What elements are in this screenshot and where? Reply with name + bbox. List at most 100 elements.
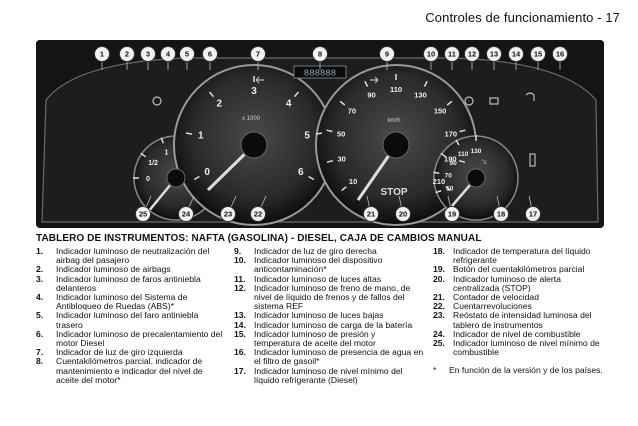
legend-item-number: 13. (234, 310, 246, 321)
legend-item: 11.Indicador luminoso de luces altas (234, 273, 424, 284)
callout-number: 12 (468, 50, 476, 59)
tach-scale-label: 3 (251, 86, 257, 97)
temp-scale-label: 110 (458, 151, 469, 158)
speed-unit: km/h (387, 118, 400, 124)
legend-item-number: 6. (36, 328, 44, 339)
tach-scale-label: 1 (198, 131, 204, 142)
legend-item: 12.Indicador luminoso de freno de mano, … (234, 282, 424, 312)
dial-tick (193, 175, 200, 181)
legend-item-number: 25. (433, 338, 445, 349)
callout-marker (250, 46, 266, 62)
callout-marker (119, 46, 135, 62)
speed-scale-label: 190 (444, 155, 457, 164)
callout-number: 21 (367, 210, 375, 219)
legend-item-number: 17. (234, 365, 246, 376)
dial-tick (459, 129, 466, 133)
legend-item-number: 9. (234, 246, 242, 256)
callout-number: 9 (385, 50, 389, 59)
callout-number: 24 (182, 210, 191, 219)
dial-tick (423, 80, 428, 87)
callout-marker (464, 46, 480, 62)
legend-item-text: Indicador luminoso del Sistema de Antibl… (56, 292, 188, 312)
legend-item: 7.Indicador de luz de giro izquierda (36, 348, 224, 357)
legend-item-number: 20. (433, 273, 445, 284)
legend-item: 6.Indicador luminoso de precalentamiento… (36, 328, 224, 348)
legend-column-1: 1.Indicador luminoso de neutralización d… (36, 246, 224, 385)
legend-item-number: 21. (433, 292, 445, 303)
legend-item: 19.Botón del cuentakilómetros parcial (433, 265, 609, 274)
legend-item-number: 8. (36, 356, 44, 367)
legend-item-text: Indicador de nivel de combustible (453, 328, 581, 339)
tach-hub (240, 131, 268, 159)
callout-number: 15 (534, 50, 542, 59)
coolant-level-icon (529, 153, 536, 167)
footnote-mark: * (433, 365, 437, 376)
legend-item-text: Cuentakilómetros parcial, indicador de m… (56, 356, 203, 385)
dial-tick (455, 139, 460, 146)
fuel-scale-label: 0 (146, 176, 150, 183)
legend-item-text: Indicador luminoso de presencia de agua … (254, 347, 424, 367)
callout-number: 23 (224, 210, 232, 219)
speed-scale-label: 90 (367, 91, 375, 100)
odometer-digits: 888888 (304, 69, 336, 79)
legend-item: 2. Indicador luminoso de airbags (36, 265, 224, 274)
callout-marker (312, 46, 328, 62)
dial-tick (339, 100, 346, 106)
legend-item-number: 14. (234, 319, 246, 330)
legend-item: 9. Indicador de luz de giro derecha (234, 246, 424, 256)
dial-tick (440, 152, 447, 158)
legend-item-number: 12. (234, 282, 246, 293)
speed-scale-label: 210 (433, 177, 446, 186)
callout-number: 7 (256, 50, 260, 59)
footnote: * En función de la versión y de los paíse… (433, 366, 609, 375)
speed-scale-label: 150 (434, 107, 447, 116)
callout-marker (552, 46, 568, 62)
page-header: Controles de funcionamiento - 17 (425, 10, 620, 25)
legend-item-text: Indicador luminoso de faros antiniebla d… (56, 273, 201, 293)
callout-marker (493, 206, 509, 222)
callout-marker (486, 46, 502, 62)
legend-item: 21.Contador de velocidad (433, 292, 609, 303)
legend-item-number: 2. (36, 264, 44, 275)
callout-marker (135, 206, 151, 222)
legend-item-text: Indicador luminoso de airbags (56, 264, 171, 275)
temp-scale-label: 50 (446, 186, 454, 193)
fuel-hub (166, 168, 186, 188)
callout-marker (140, 46, 156, 62)
callout-number: 1 (100, 50, 104, 59)
legend-item-number: 15. (234, 328, 246, 339)
legend-item-text: Indicador luminoso de neutralización del… (56, 246, 210, 266)
legend-item-text: Indicador de luz de giro derecha (254, 246, 377, 256)
dial-tick (435, 189, 442, 194)
speed-scale-label: 170 (445, 129, 458, 138)
footnote-text: En función de la versión y de los países… (449, 365, 603, 376)
fuel-scale-label: 1 (164, 150, 168, 157)
legend-item-number: 16. (234, 347, 246, 358)
legend-item: 14. Indicador luminoso de carga de la bat… (234, 319, 424, 330)
dial-tick (446, 100, 453, 106)
dial-tick (293, 91, 299, 98)
tach-scale-label: 4 (286, 99, 292, 110)
callout-number: 11 (448, 50, 456, 59)
speed-scale-label: 130 (414, 91, 427, 100)
brake-icon (464, 96, 474, 106)
legend-item: 20. Indicador luminoso de alerta centrali… (433, 273, 609, 293)
callout-number: 4 (166, 50, 171, 59)
callout-marker (94, 46, 110, 62)
legend-item-text: Indicador luminoso de alerta centralizad… (453, 273, 561, 293)
speed-scale-label: 50 (337, 129, 345, 138)
legend-item-number: 19. (433, 264, 445, 275)
legend-item: 10.Indicador luminoso del dispositivo an… (234, 255, 424, 274)
speed-scale-label: 70 (348, 107, 356, 116)
legend-item-number: 11. (234, 273, 246, 284)
callout-number: 17 (529, 210, 537, 219)
tach-unit: x 1000 (242, 116, 261, 122)
dial-tick (458, 159, 466, 163)
section-subtitle: TABLERO DE INSTRUMENTOS: NAFTA (GASOLINA… (36, 233, 482, 244)
callout-marker (395, 206, 411, 222)
dial-tick (315, 132, 323, 135)
legend-item-text: Indicador luminoso de carga de la baterí… (254, 319, 413, 330)
dial-tick (326, 159, 334, 163)
callout-number: 19 (448, 210, 456, 219)
legend-item-text: Indicador de temperatura del líquido ref… (453, 246, 591, 266)
